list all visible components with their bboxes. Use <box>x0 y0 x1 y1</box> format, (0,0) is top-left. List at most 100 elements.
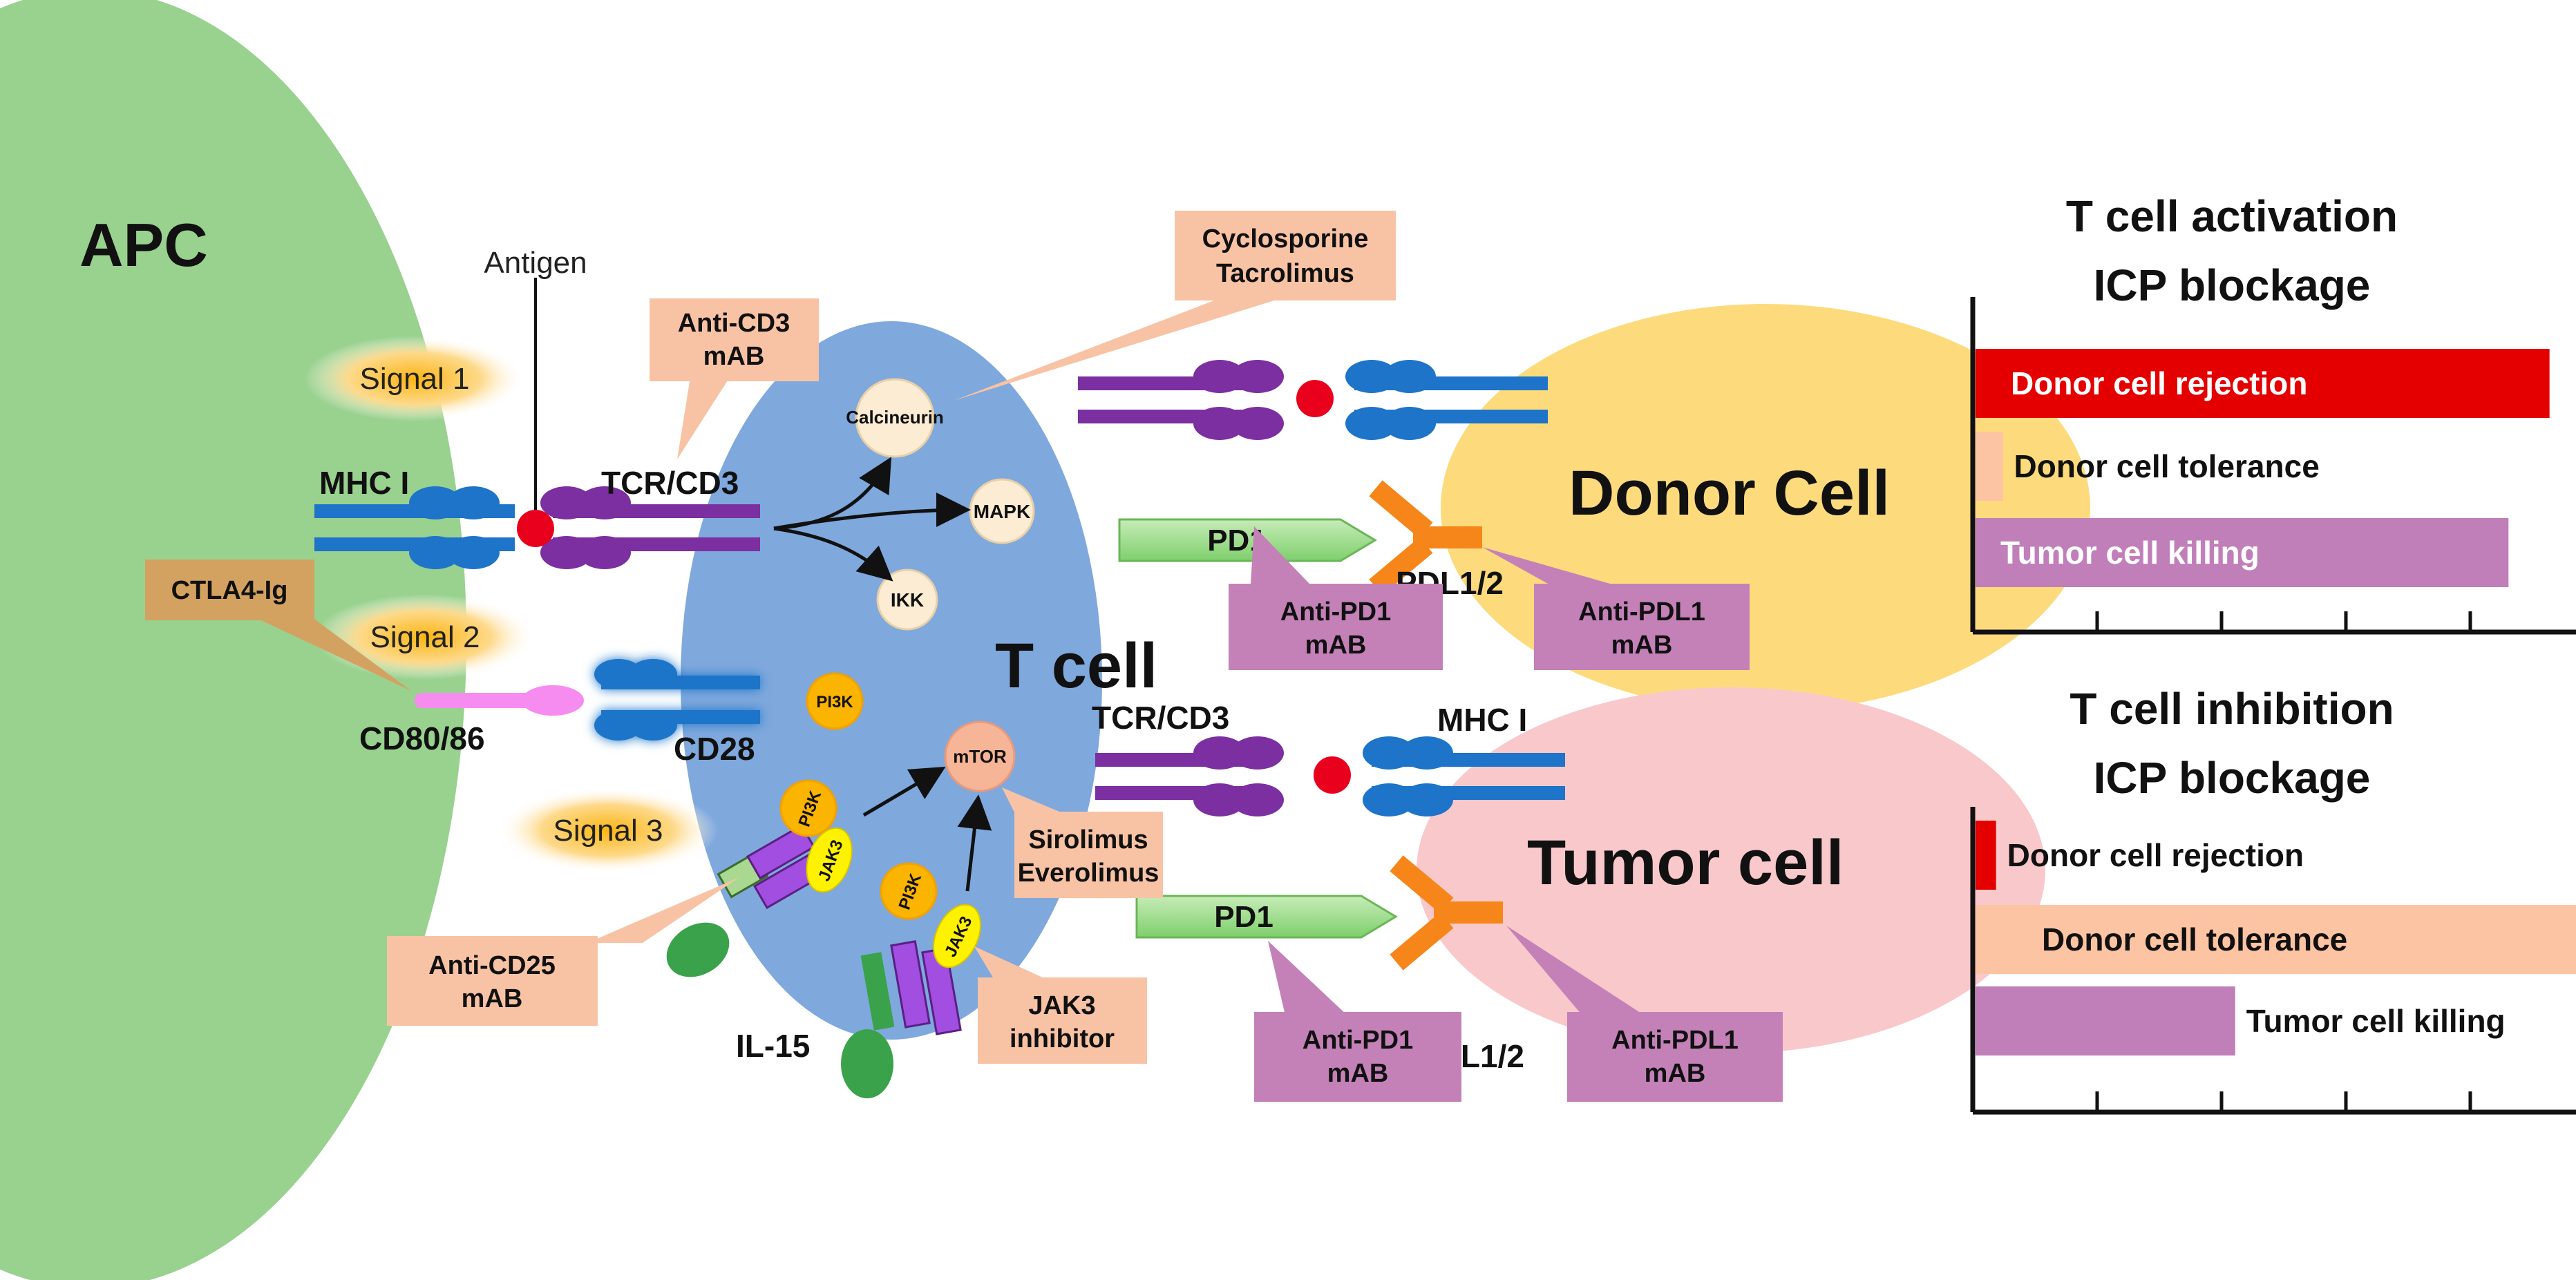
mhc-i-label-bottom: MHC I <box>1437 702 1527 738</box>
svg-text:PD1: PD1 <box>1214 900 1273 934</box>
svg-text:Anti-PDL1: Anti-PDL1 <box>1611 1026 1739 1055</box>
chart-title-line: T cell inhibition <box>2070 684 2394 734</box>
pdl-ligand-top <box>1369 480 1482 595</box>
cd80-86-ligand <box>415 685 584 716</box>
tcr-cd3-receptor-donor <box>1078 360 1284 440</box>
signal-1: Signal 1 <box>304 336 525 421</box>
svg-text:Sirolimus: Sirolimus <box>1028 825 1148 854</box>
bar-label: Donor cell tolerance <box>2014 448 2320 484</box>
cd28-label: CD28 <box>674 731 755 767</box>
il15-label: IL-15 <box>736 1028 810 1064</box>
arrow-to-mtor-a <box>862 766 946 817</box>
svg-text:mAB: mAB <box>1645 1059 1706 1088</box>
bar-donor-cell-rejection <box>1976 821 1996 890</box>
pi3k-node-b: PI3K <box>779 779 837 837</box>
antigen-label: Antigen <box>484 246 587 280</box>
bar-donor-cell-tolerance <box>1976 905 2576 974</box>
cd80-86-label: CD80/86 <box>359 720 485 756</box>
mhc-i-label-apc: MHC I <box>319 465 409 501</box>
svg-text:IKK: IKK <box>891 589 924 611</box>
pdl-ligand-bottom <box>1390 855 1503 971</box>
bar-tumor-cell-killing <box>1976 986 2235 1055</box>
svg-text:Cyclosporine: Cyclosporine <box>1202 225 1369 254</box>
jak3-node-b: JAK3 <box>933 904 981 968</box>
drug-box-jak3-inhibitor: JAK3 inhibitor <box>974 946 1147 1064</box>
drug-box-anti-pd1-top: Anti-PD1 mAB <box>1229 526 1443 670</box>
il15-receptor-left <box>666 823 823 977</box>
svg-text:mAB: mAB <box>1611 631 1673 660</box>
tcr-cd3-receptor-tumor <box>1095 736 1284 816</box>
bar-label: Donor cell tolerance <box>2042 921 2347 957</box>
drug-box-anti-pdl1-bottom: Anti-PDL1 mAB <box>1506 926 1783 1102</box>
chart-title-line: ICP blockage <box>2094 753 2371 803</box>
antigen-dot-donor <box>1296 380 1334 417</box>
arrow-to-mapk <box>773 493 971 531</box>
bar-label: Donor cell rejection <box>2011 365 2307 401</box>
svg-text:Tacrolimus: Tacrolimus <box>1216 259 1354 288</box>
arrow-to-ikk <box>773 526 893 582</box>
svg-text:inhibitor: inhibitor <box>1010 1024 1115 1053</box>
svg-text:Signal 3: Signal 3 <box>553 814 663 848</box>
svg-text:Everolimus: Everolimus <box>1018 859 1159 888</box>
svg-text:Anti-CD3: Anti-CD3 <box>678 309 790 338</box>
drug-box-sirolimus: Sirolimus Everolimus <box>1002 787 1163 898</box>
svg-text:CTLA4-Ig: CTLA4-Ig <box>171 576 288 605</box>
tcr-cd3-receptor-top <box>540 486 760 569</box>
pd1-receptor-bottom: PD1 <box>1135 895 1398 939</box>
apc-label: APC <box>79 211 208 279</box>
pi3k-node-a: PI3K <box>806 672 864 730</box>
svg-text:mAB: mAB <box>703 342 765 371</box>
chart-title-line: T cell activation <box>2066 191 2398 241</box>
svg-text:Anti-PD1: Anti-PD1 <box>1303 1026 1413 1055</box>
svg-text:Anti-PD1: Anti-PD1 <box>1280 598 1391 627</box>
svg-text:Calcineurin: Calcineurin <box>846 407 944 428</box>
tumor-cell <box>1417 687 2045 1053</box>
bar-donor-cell-rejection <box>1976 349 2550 418</box>
svg-text:Anti-CD25: Anti-CD25 <box>428 951 556 980</box>
bar-label: Tumor cell killing <box>2246 1003 2506 1039</box>
arrow-to-mtor-b <box>957 794 992 892</box>
bar-label: Tumor cell killing <box>2000 535 2260 571</box>
svg-text:mAB: mAB <box>462 984 523 1013</box>
svg-text:Anti-PDL1: Anti-PDL1 <box>1578 598 1705 627</box>
svg-text:JAK3: JAK3 <box>1028 991 1095 1020</box>
mhc-i-receptor-apc <box>314 486 515 569</box>
drug-box-anti-pd1-bottom: Anti-PD1 mAB <box>1254 941 1461 1102</box>
apc-cell <box>0 0 466 1280</box>
drug-box-anti-cd25: Anti-CD25 mAB <box>387 877 739 1026</box>
antigen-dot <box>517 510 554 547</box>
donor-cell-label: Donor Cell <box>1569 458 1890 528</box>
drug-box-anti-cd3: Anti-CD3 mAB <box>650 298 819 459</box>
bar-tumor-cell-killing <box>1976 518 2509 587</box>
jak3-node-a: JAK3 <box>806 827 853 893</box>
svg-text:MAPK: MAPK <box>974 501 1030 522</box>
svg-text:Signal 2: Signal 2 <box>370 620 480 654</box>
tcr-cd3-label-top: TCR/CD3 <box>601 465 739 501</box>
calcineurin-node: Calcineurin <box>846 378 944 458</box>
cd28-receptor <box>594 659 760 741</box>
drug-box-anti-pdl1-top: Anti-PDL1 mAB <box>1482 547 1750 670</box>
drug-box-cyclosporine: Cyclosporine Tacrolimus <box>954 211 1396 401</box>
svg-text:PI3K: PI3K <box>816 693 853 711</box>
drug-box-ctla4: CTLA4-Ig <box>145 560 411 691</box>
signal-arrows <box>773 457 992 892</box>
pd1-receptor-top: PD1 <box>1118 518 1377 562</box>
il15-receptor-right <box>841 940 962 1098</box>
svg-text:mAB: mAB <box>1327 1059 1389 1088</box>
mhc-i-receptor-donor <box>1345 360 1548 440</box>
mapk-node: MAPK <box>969 478 1035 544</box>
svg-text:mAB: mAB <box>1305 631 1367 660</box>
mtor-node: mTOR <box>944 720 1016 792</box>
signal-3: Signal 3 <box>498 787 719 873</box>
bar-donor-cell-tolerance <box>1976 432 2003 501</box>
tcr-cd3-label-bottom: TCR/CD3 <box>1092 700 1229 736</box>
svg-text:Signal 1: Signal 1 <box>359 362 469 396</box>
ikk-node: IKK <box>876 569 938 631</box>
mhc-i-receptor-tumor <box>1363 736 1565 816</box>
svg-text:mTOR: mTOR <box>953 746 1007 767</box>
chart-title-line: ICP blockage <box>2094 260 2371 310</box>
signal-2: Signal 2 <box>314 594 536 680</box>
